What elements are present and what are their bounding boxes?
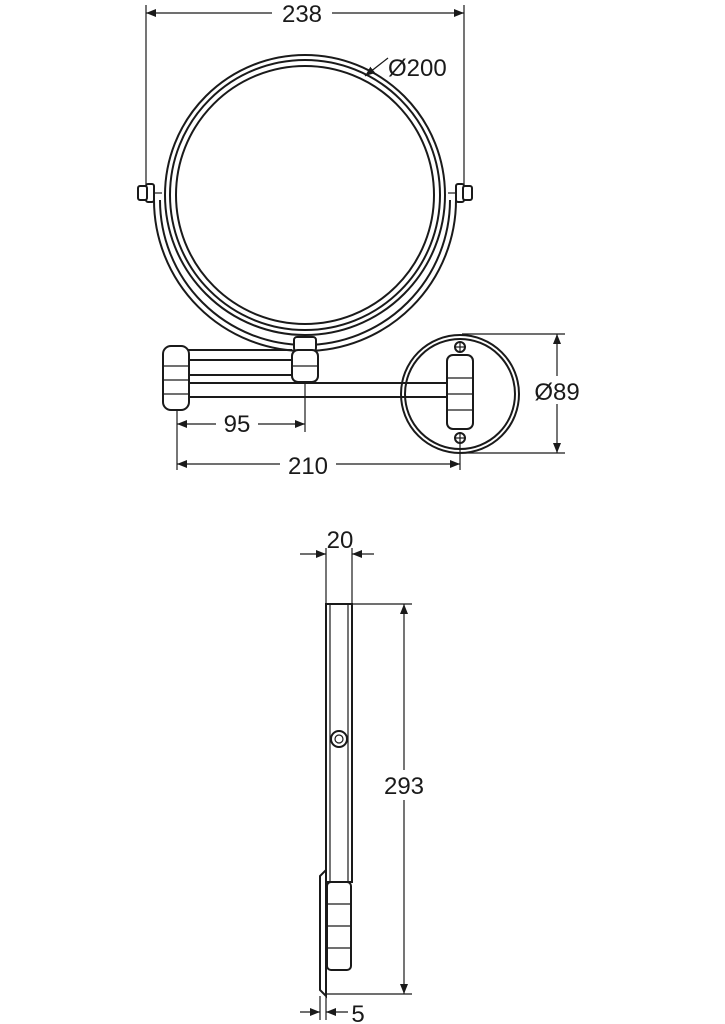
overall-width-dimension: 238 [145, 0, 465, 196]
mirror-side-profile [325, 603, 353, 883]
mirror-diameter-dimension: Ø200 [364, 55, 447, 82]
height-label: 293 [384, 773, 424, 800]
arm-segment-label: 95 [224, 411, 251, 438]
arm-reach-dimension: 210 [177, 443, 461, 480]
thickness-label: 20 [327, 527, 354, 554]
arm-segment-dimension: 95 [176, 383, 306, 470]
offset-label: 5 [351, 1001, 364, 1024]
overall-width-label: 238 [282, 1, 322, 28]
wall-plate [400, 334, 520, 454]
top-screw-icon [454, 341, 466, 353]
side-view: 20 293 [300, 527, 432, 1024]
wall-plate-diameter-dimension: Ø89 [462, 333, 586, 454]
mirror-diameter-label: Ø200 [388, 55, 447, 82]
bottom-screw-icon [454, 432, 466, 444]
offset-dimension: 5 [300, 996, 365, 1024]
right-pivot-knob [448, 183, 473, 203]
height-dimension: 293 [326, 603, 432, 995]
pivot-knob-side-icon [330, 730, 348, 748]
front-view: 238 Ø200 [137, 0, 586, 480]
folding-arm [162, 345, 448, 411]
arm-reach-label: 210 [288, 453, 328, 480]
left-pivot-knob [137, 183, 162, 203]
round-mirror [153, 54, 457, 352]
mount-side-profile [319, 867, 352, 999]
thickness-dimension: 20 [300, 527, 374, 604]
wall-plate-diameter-label: Ø89 [534, 379, 579, 406]
mirror-swivel-joint [291, 336, 319, 383]
